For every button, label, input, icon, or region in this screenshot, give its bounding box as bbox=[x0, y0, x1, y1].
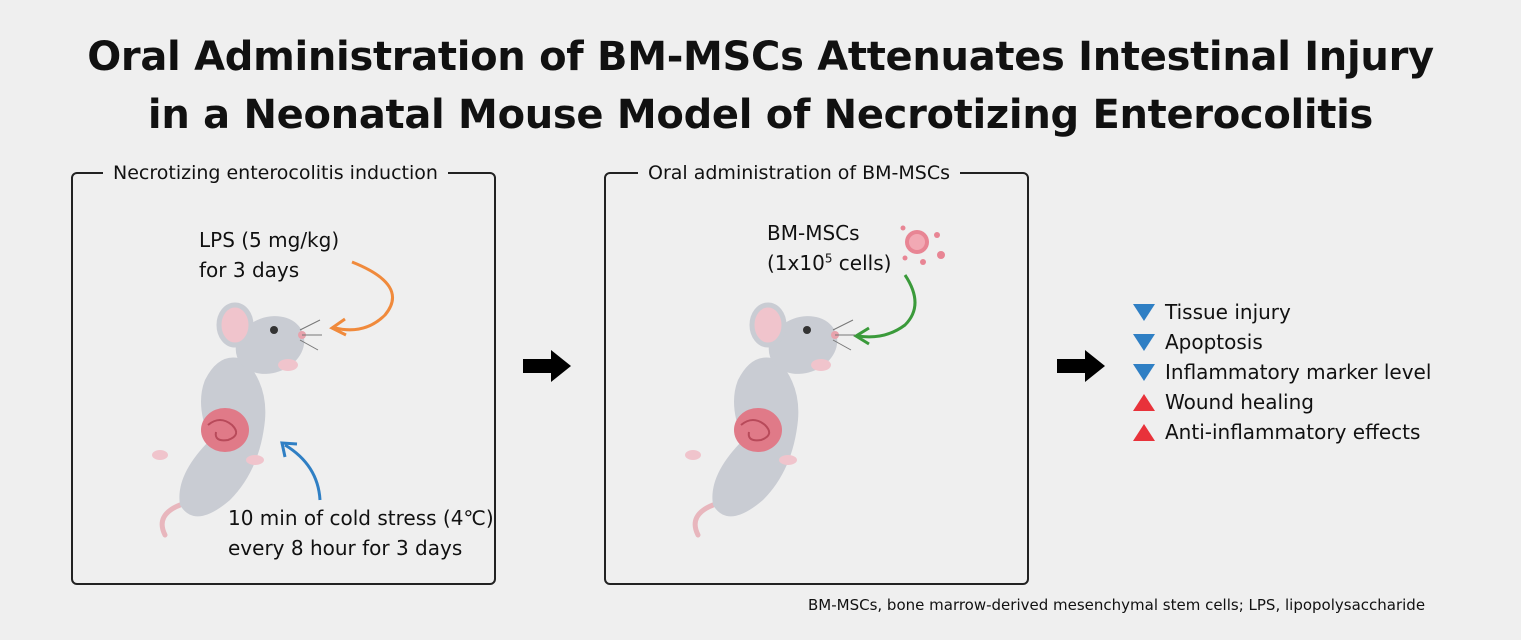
outcomes-list: Tissue injury Apoptosis Inflammatory mar… bbox=[1133, 297, 1431, 447]
cell-count-prefix: (1x10 bbox=[767, 251, 825, 275]
cell-count-suffix: cells) bbox=[832, 251, 892, 275]
outcome-item: Tissue injury bbox=[1133, 297, 1431, 327]
outcome-item: Apoptosis bbox=[1133, 327, 1431, 357]
lps-arrow-icon bbox=[329, 260, 395, 337]
cold-stress-frequency-label: every 8 hour for 3 days bbox=[228, 536, 463, 560]
oral-administration-arrow-icon bbox=[853, 274, 917, 346]
cell-count-label: (1x105 cells) bbox=[767, 249, 891, 277]
panel-nec-induction: Necrotizing enterocolitis induction bbox=[71, 161, 496, 585]
flow-arrow-1-icon bbox=[523, 350, 571, 382]
outcome-label: Inflammatory marker level bbox=[1165, 360, 1432, 384]
page-title: Oral Administration of BM-MSCs Attenuate… bbox=[0, 28, 1521, 144]
panel-oral-administration-label: Oral administration of BM-MSCs bbox=[638, 161, 961, 185]
outcome-item: Wound healing bbox=[1133, 387, 1431, 417]
flow-arrow-2-icon bbox=[1057, 350, 1105, 382]
lps-dose-label: LPS (5 mg/kg) bbox=[199, 228, 340, 252]
mouse-illustration-nec bbox=[152, 302, 322, 538]
panel-oral-administration: Oral administration of BM-MSCs bbox=[604, 161, 1029, 585]
outcome-label: Anti-inflammatory effects bbox=[1165, 420, 1421, 444]
mouse-illustration-treated bbox=[685, 302, 855, 538]
increase-triangle-icon bbox=[1133, 423, 1155, 441]
lps-duration-label: for 3 days bbox=[199, 258, 300, 282]
increase-triangle-icon bbox=[1133, 393, 1155, 411]
outcome-item: Inflammatory marker level bbox=[1133, 357, 1431, 387]
outcome-label: Apoptosis bbox=[1165, 330, 1263, 354]
decrease-triangle-icon bbox=[1133, 363, 1155, 381]
decrease-triangle-icon bbox=[1133, 333, 1155, 351]
panel-nec-induction-label: Necrotizing enterocolitis induction bbox=[103, 161, 448, 185]
outcome-label: Wound healing bbox=[1165, 390, 1314, 414]
outcome-label: Tissue injury bbox=[1165, 300, 1291, 324]
title-line-1: Oral Administration of BM-MSCs Attenuate… bbox=[87, 34, 1434, 80]
decrease-triangle-icon bbox=[1133, 303, 1155, 321]
stem-cells-icon bbox=[900, 225, 945, 265]
title-line-2: in a Neonatal Mouse Model of Necrotizing… bbox=[147, 92, 1374, 138]
cold-stress-label: 10 min of cold stress (4℃) bbox=[228, 506, 494, 530]
outcome-item: Anti-inflammatory effects bbox=[1133, 417, 1431, 447]
cold-stress-arrow-icon bbox=[280, 441, 322, 501]
footnote: BM-MSCs, bone marrow-derived mesenchymal… bbox=[808, 596, 1426, 614]
cell-count-exponent: 5 bbox=[824, 251, 833, 266]
bm-mscs-label: BM-MSCs bbox=[767, 221, 860, 245]
